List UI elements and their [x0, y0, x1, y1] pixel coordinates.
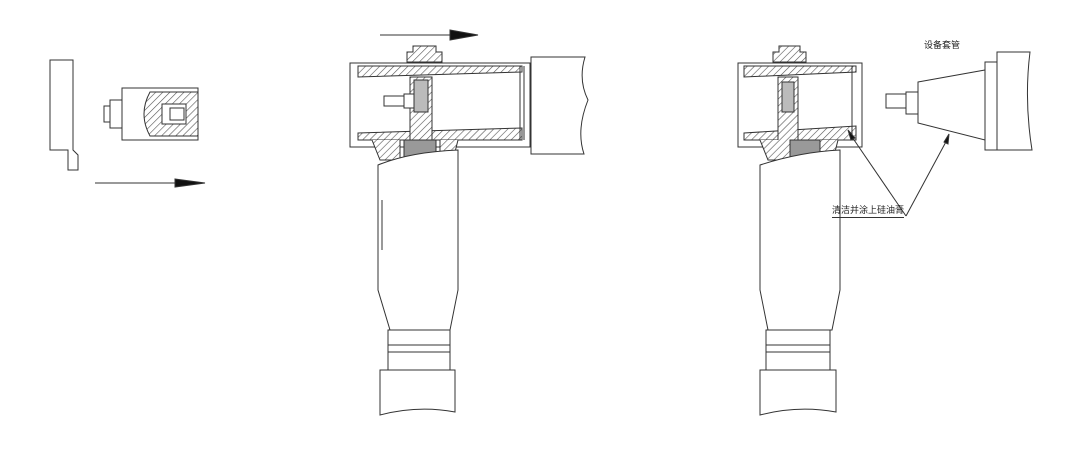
arrow-right-icon	[95, 178, 206, 188]
cable	[377, 149, 459, 416]
bushing-label: 设备套管	[924, 41, 961, 51]
t-connector-housing	[737, 45, 863, 161]
insulating-cap	[103, 87, 199, 141]
arrow-right-icon	[380, 29, 479, 41]
cable	[759, 149, 841, 416]
leader-lines	[847, 129, 950, 217]
clean-grease-label: 清洁并涂上硅油膏	[832, 203, 905, 218]
mounting-plate	[49, 59, 79, 171]
equipment-bushing	[885, 51, 1033, 151]
equipment-block	[530, 56, 589, 155]
t-connector-housing	[349, 45, 531, 161]
